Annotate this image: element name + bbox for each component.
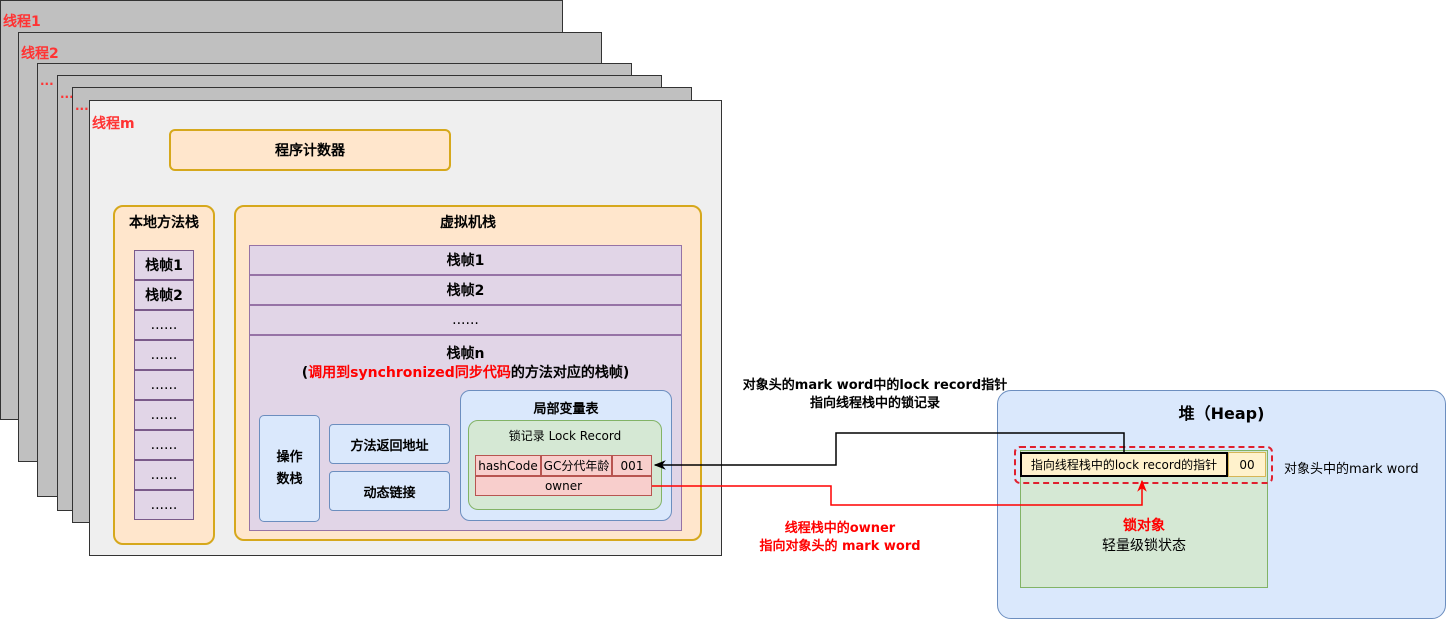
native-frame-9: ...... (134, 490, 194, 520)
thread-4-label: ... (60, 87, 74, 101)
vm-frame-3: ...... (249, 305, 682, 335)
mark-word-label: 对象头中的mark word (1284, 462, 1419, 477)
program-counter: 程序计数器 (169, 129, 451, 171)
lock-record-title: 锁记录 Lock Record (508, 429, 622, 443)
vm-frame-2: 栈帧2 (249, 275, 682, 305)
lock-record-owner: owner (475, 476, 652, 496)
mark-word-pointer: 指向线程栈中的lock record的指针 (1020, 452, 1228, 477)
operand-stack-label: 操作数栈 (276, 449, 303, 487)
owner-annotation-line-1: 线程栈中的owner (784, 521, 896, 536)
thread-1-label: 线程1 (3, 14, 41, 30)
pointer-annotation-line-2: 指向线程栈中的锁记录 (809, 396, 940, 411)
local-variable-table-title: 局部变量表 (533, 402, 599, 417)
vm-stack-title: 虚拟机栈 (440, 215, 496, 231)
native-frame-1: 栈帧1 (134, 250, 194, 280)
thread-m-label: 线程m (92, 116, 135, 132)
lock-object-title: 锁对象 (1123, 518, 1165, 534)
frame-n-paren: ( (301, 365, 309, 381)
lock-record-hashcode: hashCode (475, 455, 541, 476)
native-frame-5: ...... (134, 370, 194, 400)
thread-2-label: 线程2 (21, 46, 59, 62)
vm-frame-1: 栈帧1 (249, 245, 682, 275)
native-frame-2: 栈帧2 (134, 280, 194, 310)
mark-word-to-lock-record-arrow (653, 432, 1125, 470)
vm-frame-n-title: 栈帧n (446, 346, 485, 362)
dynamic-linking: 动态链接 (329, 471, 450, 511)
thread-5-label: ... (75, 99, 89, 113)
native-method-stack-title: 本地方法栈 (129, 215, 199, 231)
mark-word-lock-bits: 00 (1228, 452, 1266, 477)
frame-n-highlight: 调用到synchronized同步代码 (308, 365, 511, 381)
owner-annotation-line-2: 指向对象头的 mark word (759, 539, 921, 554)
native-frame-6: ...... (134, 400, 194, 430)
method-return-address: 方法返回地址 (329, 424, 450, 464)
native-frame-4: ...... (134, 340, 194, 370)
operand-stack: 操作数栈 (259, 415, 320, 522)
owner-to-mark-word-arrow (652, 479, 1147, 506)
lock-record-lock-bits: 001 (612, 455, 652, 476)
heap-title: 堆（Heap) (1178, 404, 1265, 423)
native-frame-3: ...... (134, 310, 194, 340)
native-frame-7: ...... (134, 430, 194, 460)
frame-n-suffix: 的方法对应的栈帧) (510, 365, 630, 381)
lock-object-state: 轻量级锁状态 (1102, 538, 1186, 554)
native-frame-8: ...... (134, 460, 194, 490)
lock-record-gc-age: GC分代年龄 (541, 455, 612, 476)
vm-frame-n-description: (调用到synchronized同步代码的方法对应的栈帧) (249, 362, 682, 382)
thread-3-label: ... (40, 74, 54, 88)
pointer-annotation-line-1: 对象头的mark word中的lock record指针 (742, 378, 1008, 393)
